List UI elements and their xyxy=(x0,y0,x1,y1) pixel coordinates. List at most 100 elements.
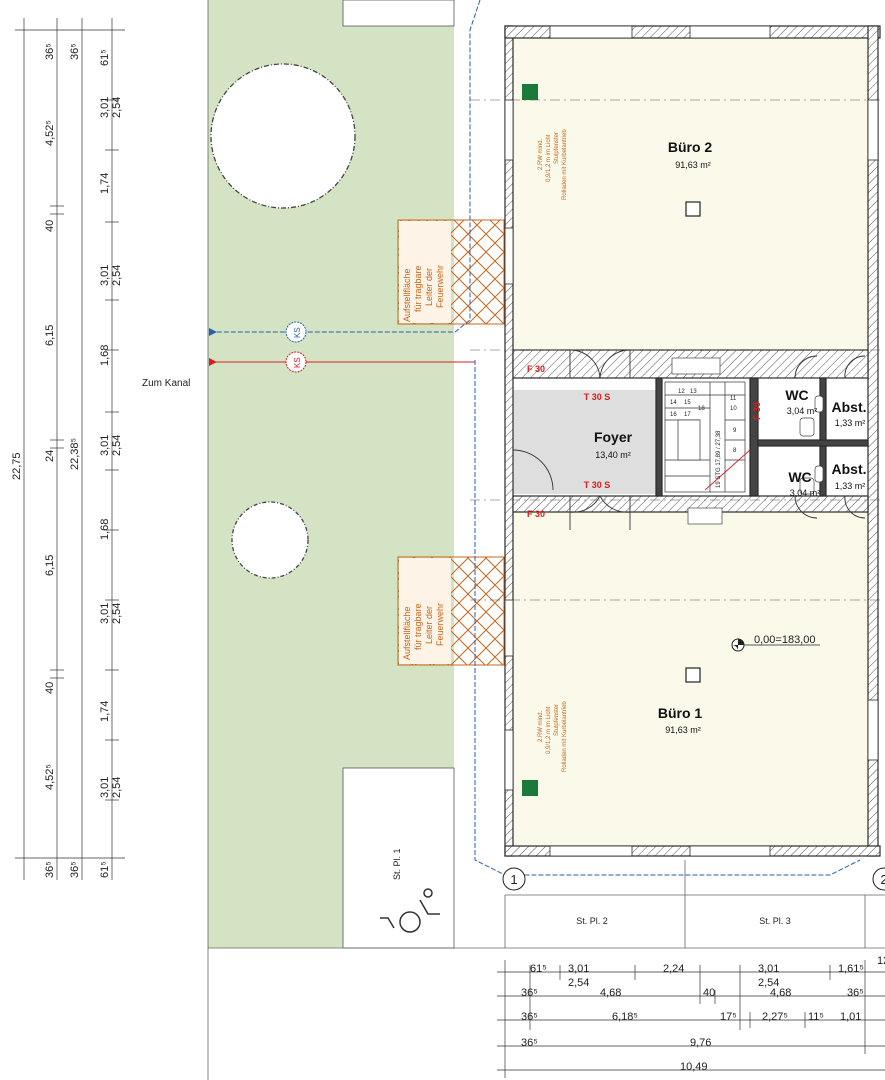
svg-text:1,74: 1,74 xyxy=(99,701,111,722)
zum-kanal-label: Zum Kanal xyxy=(142,378,190,389)
svg-text:24: 24 xyxy=(44,450,56,462)
room-foyer xyxy=(513,390,658,494)
room-area-abst-bottom: 1,33 m² xyxy=(835,481,866,491)
svg-text:14: 14 xyxy=(670,400,677,406)
svg-text:36⁵: 36⁵ xyxy=(847,987,864,999)
svg-text:18: 18 xyxy=(698,406,705,412)
svg-text:6,15: 6,15 xyxy=(44,555,56,576)
basin-top xyxy=(814,395,824,413)
toilet-top xyxy=(799,417,815,437)
svg-text:22,75: 22,75 xyxy=(11,452,23,480)
svg-text:36⁵: 36⁵ xyxy=(521,987,538,999)
level-mark-text: 0,00=183,00 xyxy=(754,634,815,646)
vertical-dims-col3: 36⁵ 22,38⁵ 36⁵ xyxy=(69,43,81,878)
parking-label-2: St. Pl. 2 xyxy=(576,916,608,926)
staircase xyxy=(664,381,751,493)
room-area-buero2: 91,63 m² xyxy=(675,160,711,170)
vertical-dims-col2: 36⁵ 4,52⁵ 40 6,15 24 6,15 40 4,52⁵ 36⁵ xyxy=(44,43,56,878)
room-area-abst-top: 1,33 m² xyxy=(835,418,866,428)
axis-label-1: 1 xyxy=(510,872,517,887)
svg-text:2,54: 2,54 xyxy=(111,435,123,456)
exit-sign-icon xyxy=(522,84,538,100)
svg-text:4,52⁵: 4,52⁵ xyxy=(44,764,56,790)
svg-text:für tragbare: für tragbare xyxy=(413,265,423,312)
room-area-wc-bottom: 3,04 m² xyxy=(790,488,821,498)
column-top xyxy=(685,201,701,217)
column-bottom xyxy=(685,667,701,683)
svg-text:3,01: 3,01 xyxy=(568,963,589,975)
vertical-dims-total: 22,75 xyxy=(11,452,23,480)
svg-text:2,54: 2,54 xyxy=(568,977,589,989)
svg-text:1,61⁵: 1,61⁵ xyxy=(838,963,864,975)
counter-top xyxy=(671,357,721,375)
svg-text:Aufstellfläche: Aufstellfläche xyxy=(402,606,412,660)
room-name-abst-top: Abst. xyxy=(832,399,867,415)
svg-text:3,01: 3,01 xyxy=(99,435,111,456)
svg-text:10,49: 10,49 xyxy=(680,1061,708,1073)
exit-sign-icon xyxy=(522,780,538,796)
parking-label-3: St. Pl. 3 xyxy=(759,916,791,926)
vertical-dims-col4: 61⁵ 3,01 2,54 1,74 3,01 2,54 1,68 3,01 2… xyxy=(99,49,123,878)
svg-text:4,68: 4,68 xyxy=(600,987,621,999)
svg-text:36⁵: 36⁵ xyxy=(521,1011,538,1023)
svg-text:Feuerwehr: Feuerwehr xyxy=(435,265,445,308)
svg-text:11⁵: 11⁵ xyxy=(808,1011,824,1023)
svg-text:2,54: 2,54 xyxy=(111,265,123,286)
svg-text:12: 12 xyxy=(678,389,685,395)
svg-text:Feuerwehr: Feuerwehr xyxy=(435,603,445,646)
windows xyxy=(504,25,879,857)
svg-text:36⁵: 36⁵ xyxy=(44,43,56,60)
tree-bottom xyxy=(231,501,309,579)
svg-text:40: 40 xyxy=(44,682,56,694)
svg-text:3,01: 3,01 xyxy=(758,963,779,975)
svg-text:Rolladen mit Kurbelantrieb: Rolladen mit Kurbelantrieb xyxy=(562,129,568,200)
parking-label-1: St. Pl. 1 xyxy=(392,848,402,880)
room-name-buero1: Büro 1 xyxy=(658,705,703,721)
axis-marker-2 xyxy=(872,867,885,891)
svg-text:17: 17 xyxy=(684,412,691,418)
doors xyxy=(512,349,866,530)
svg-text:3,01: 3,01 xyxy=(99,777,111,798)
svg-text:2.RW mind.: 2.RW mind. xyxy=(538,138,544,170)
svg-text:10: 10 xyxy=(730,406,737,412)
horizontal-dimension-lines xyxy=(497,960,885,1078)
level-marker-icon xyxy=(731,638,820,652)
ks-label-blue: KS xyxy=(293,327,302,338)
room-name-abst-bottom: Abst. xyxy=(832,461,867,477)
svg-text:Leiter der: Leiter der xyxy=(424,268,434,306)
svg-text:6,15: 6,15 xyxy=(44,325,56,346)
escape-window-note-bottom: 2.RW mind. 0,9/1,2 m im Licht Stulpfenst… xyxy=(538,701,568,772)
vertical-dimension-lines xyxy=(15,18,125,880)
ladder-area-top-text: Aufstellfläche für tragbare Leiter der F… xyxy=(402,265,445,322)
svg-text:61⁵: 61⁵ xyxy=(99,49,111,66)
counter-bottom xyxy=(687,507,723,525)
svg-text:2,54: 2,54 xyxy=(758,977,779,989)
wheelchair-icon xyxy=(380,888,440,933)
room-name-buero2: Büro 2 xyxy=(668,139,713,155)
svg-text:3,01: 3,01 xyxy=(99,603,111,624)
toilet-bottom xyxy=(799,477,815,495)
svg-text:13: 13 xyxy=(690,389,697,395)
ladder-area-bottom-text: Aufstellfläche für tragbare Leiter der F… xyxy=(402,603,445,660)
room-abst-bottom xyxy=(826,446,868,498)
ks-label-red: KS xyxy=(293,357,302,368)
red-drain-line xyxy=(209,351,475,373)
svg-text:Stulpfenster: Stulpfenster xyxy=(554,704,560,736)
room-area-foyer: 13,40 m² xyxy=(595,450,631,460)
parking-1-area xyxy=(342,767,455,949)
svg-text:0,9/1,2 m im Licht: 0,9/1,2 m im Licht xyxy=(546,134,552,182)
svg-text:2,27⁵: 2,27⁵ xyxy=(762,1011,788,1023)
room-area-buero1: 91,63 m² xyxy=(665,725,701,735)
svg-text:1,74: 1,74 xyxy=(99,173,111,194)
svg-text:40: 40 xyxy=(44,220,56,232)
svg-text:15: 15 xyxy=(684,400,691,406)
stairs-step-numbers: 12 13 14 15 16 17 18 10 11 9 8 xyxy=(670,389,737,454)
svg-text:Stulpfenster: Stulpfenster xyxy=(554,132,560,164)
svg-text:2,54: 2,54 xyxy=(111,603,123,624)
svg-text:1,01: 1,01 xyxy=(840,1011,861,1023)
svg-text:36⁵: 36⁵ xyxy=(69,861,81,878)
svg-text:36⁵: 36⁵ xyxy=(44,861,56,878)
fire-label-t30s-bottom: T 30 S xyxy=(584,480,611,490)
svg-text:3,01: 3,01 xyxy=(99,265,111,286)
